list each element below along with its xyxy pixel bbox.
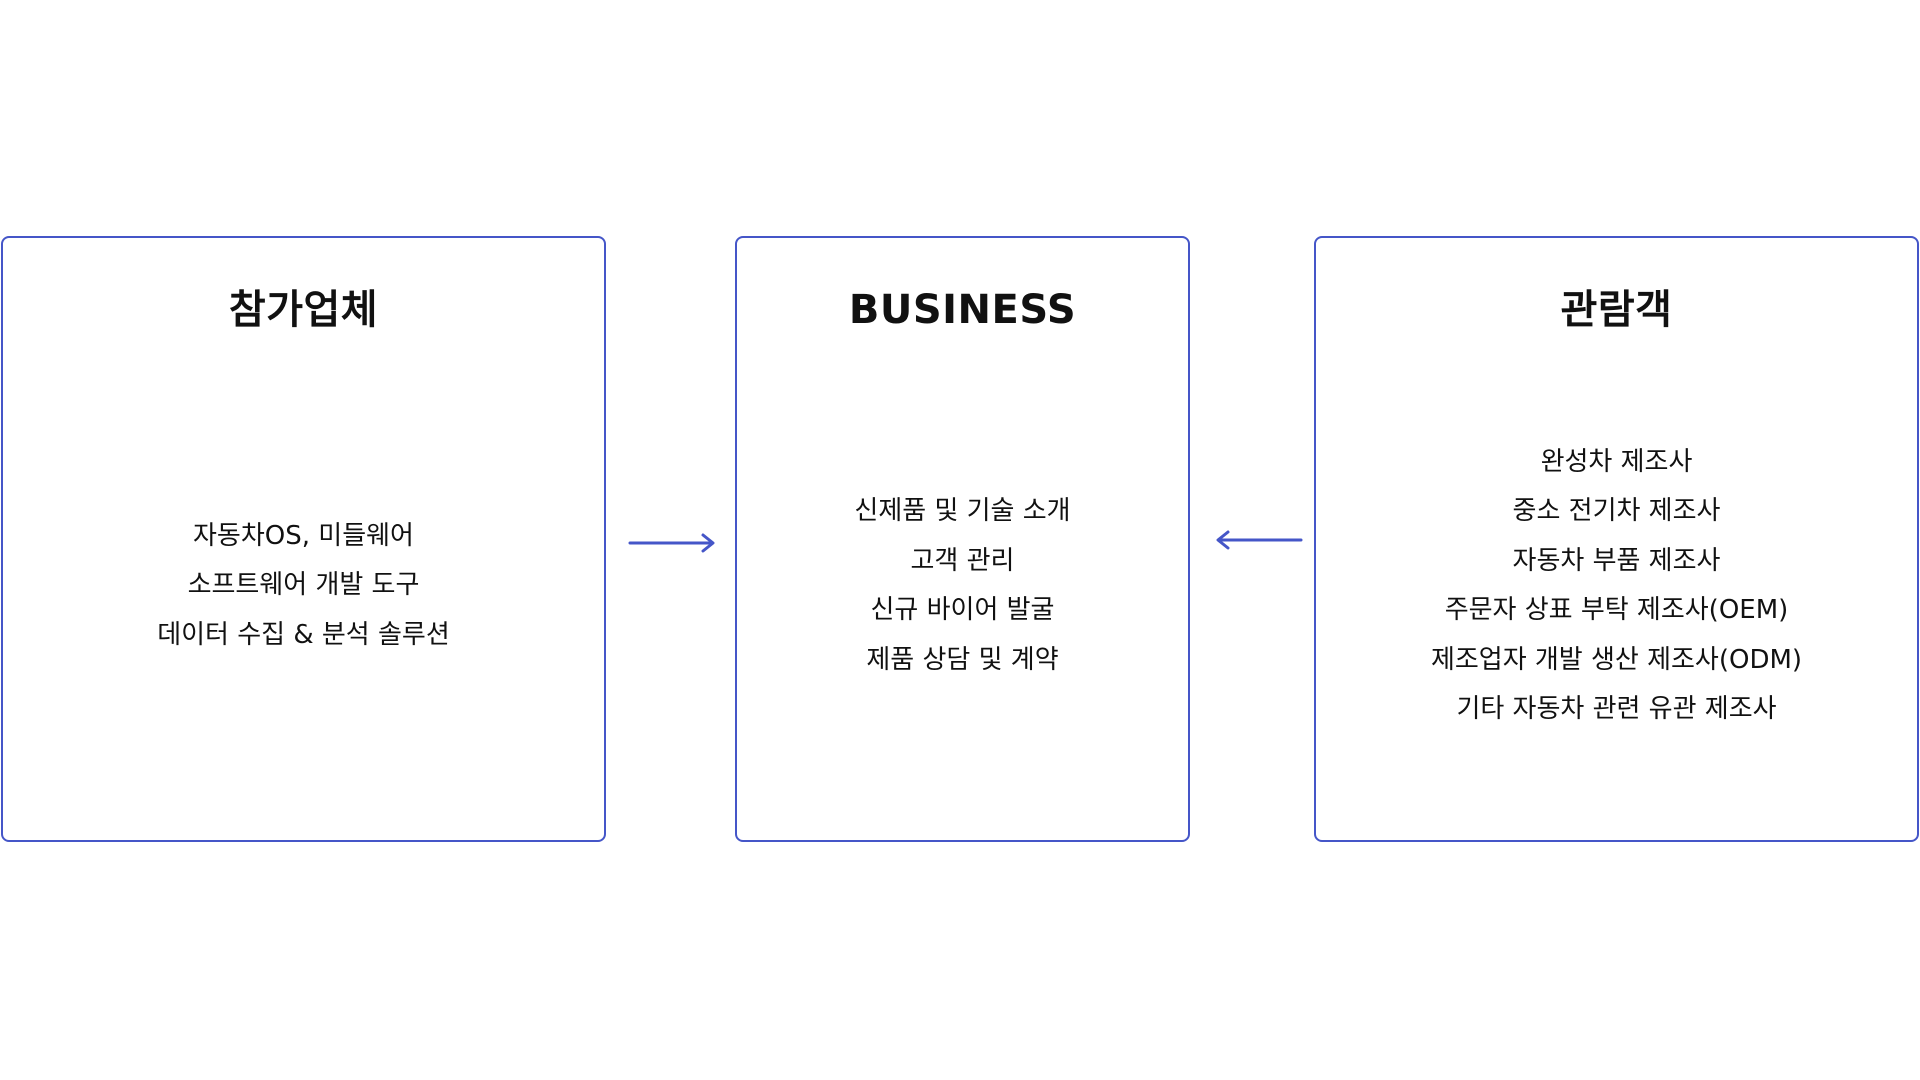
business-body: 신제품 및 기술 소개 고객 관리 신규 바이어 발굴 제품 상담 및 계약 [737,378,1188,840]
visitors-box: 관람객 완성차 제조사 중소 전기차 제조사 자동차 부품 제조사 주문자 상표… [1314,236,1919,842]
exhibitors-box: 참가업체 자동차OS, 미들웨어 소프트웨어 개발 도구 데이터 수집 & 분석… [1,236,606,842]
business-title: BUSINESS [848,287,1077,333]
list-item: 제조업자 개발 생산 제조사(ODM) [1430,644,1803,675]
exhibitors-title: 참가업체 [228,287,379,333]
list-item: 신제품 및 기술 소개 [854,496,1071,526]
list-item: 제품 상담 및 계약 [866,644,1059,675]
business-box: BUSINESS 신제품 및 기술 소개 고객 관리 신규 바이어 발굴 제품 … [735,236,1190,842]
visitors-title: 관람객 [1560,287,1673,333]
arrow-right-icon [628,533,715,553]
list-item: 고객 관리 [910,545,1015,576]
list-item: 신규 바이어 발굴 [870,595,1055,625]
list-item: 중소 전기차 제조사 [1512,496,1721,526]
exhibitors-body: 자동차OS, 미들웨어 소프트웨어 개발 도구 데이터 수집 & 분석 솔루션 [3,378,604,840]
visitors-list: 완성차 제조사 중소 전기차 제조사 자동차 부품 제조사 주문자 상표 부탁 … [1431,438,1802,735]
list-item: 자동차OS, 미들웨어 [193,520,414,551]
exhibitors-list: 자동차OS, 미들웨어 소프트웨어 개발 도구 데이터 수집 & 분석 솔루션 [157,512,450,661]
arrow-left-icon [1216,530,1303,550]
list-item: 주문자 상표 부탁 제조사(OEM) [1444,595,1789,625]
business-list: 신제품 및 기술 소개 고객 관리 신규 바이어 발굴 제품 상담 및 계약 [854,487,1070,685]
list-item: 자동차 부품 제조사 [1512,545,1721,576]
list-item: 기타 자동차 관련 유관 제조사 [1456,694,1777,724]
list-item: 소프트웨어 개발 도구 [187,570,420,601]
visitors-body: 완성차 제조사 중소 전기차 제조사 자동차 부품 제조사 주문자 상표 부탁 … [1316,378,1917,840]
list-item: 데이터 수집 & 분석 솔루션 [157,619,450,650]
list-item: 완성차 제조사 [1540,446,1693,477]
